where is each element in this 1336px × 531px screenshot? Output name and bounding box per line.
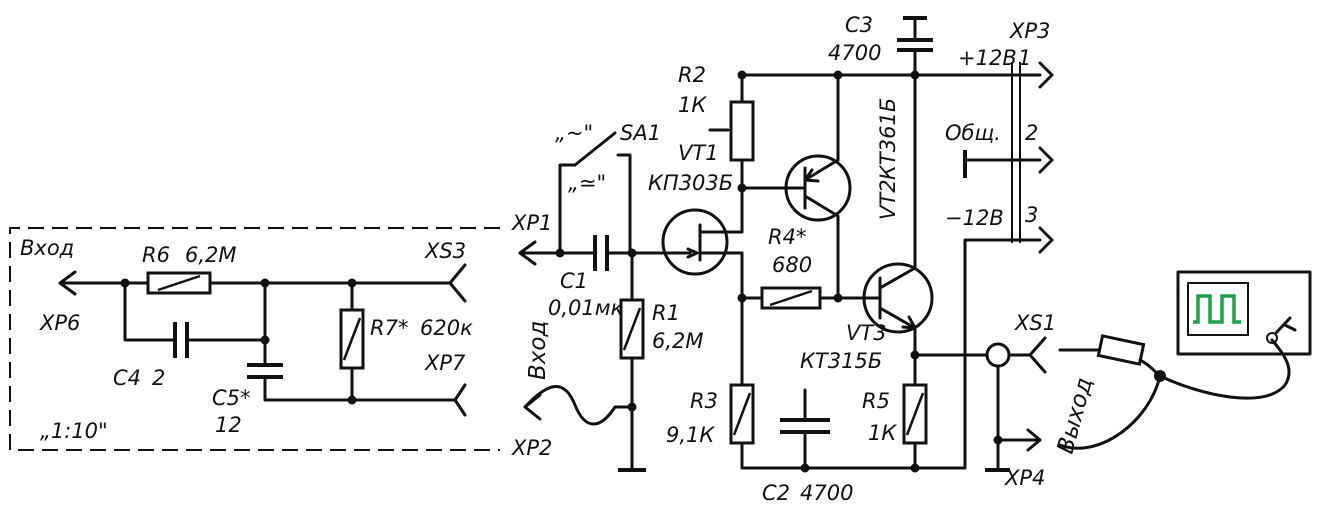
c3-capacitor <box>897 16 933 77</box>
r2-name: R2 <box>678 63 706 87</box>
r4-name: R4* <box>768 225 806 249</box>
divider-input-label: Вход <box>20 236 74 260</box>
xp3-label: XP3 <box>1009 19 1050 43</box>
scope-probe-cable <box>1058 334 1291 450</box>
pin2-label: 2 <box>1025 121 1038 145</box>
vt3-value: КТ315Б <box>800 349 882 373</box>
xp3-connector <box>1011 62 1021 243</box>
xp3-pin3-arrow <box>1038 226 1054 254</box>
r7-value: 620к <box>420 316 473 340</box>
sa1-ac-label: „~" <box>555 121 593 145</box>
r6-resistor <box>123 271 267 295</box>
c2-value: 4700 <box>800 481 853 505</box>
r7-resistor <box>339 281 365 402</box>
scope-waveform <box>1193 294 1241 324</box>
r4-value: 680 <box>772 253 812 277</box>
r1-resistor <box>618 251 646 472</box>
xp1-label: XP1 <box>511 211 552 235</box>
c1-name: C1 <box>560 269 588 293</box>
r3-resistor <box>729 296 755 470</box>
vt2-value: КТ361Б <box>876 98 900 180</box>
vt1-fet <box>661 208 744 276</box>
vt2-name: VT2 <box>876 179 900 220</box>
r6-value: 6,2М <box>185 243 237 267</box>
c5-value: 12 <box>215 413 242 437</box>
r5-value: 1К <box>868 421 897 445</box>
r3-value: 9,1К <box>666 423 715 447</box>
pin1-label: 1 <box>1018 46 1031 70</box>
r1-name: R1 <box>652 301 680 325</box>
xp4-label: XP4 <box>1004 466 1045 490</box>
c2-name: C2 <box>762 481 790 505</box>
c5-capacitor <box>247 281 457 402</box>
r2-value: 1К <box>678 93 707 117</box>
r3-name: R3 <box>690 389 718 413</box>
main-input-label: Вход <box>525 321 551 380</box>
xp2-input-arrow <box>523 385 634 426</box>
xp7-socket <box>453 383 467 417</box>
c3-value: 4700 <box>828 41 881 65</box>
xp2-label: XP2 <box>511 436 552 460</box>
r2-resistor <box>708 73 755 234</box>
xp7-label: XP7 <box>424 351 466 375</box>
r6-name: R6 <box>142 243 170 267</box>
xs1-socket <box>985 336 1047 472</box>
r5-name: R5 <box>862 389 890 413</box>
xp4-arrow <box>996 428 1042 452</box>
divider-ratio-label: „1:10" <box>40 419 108 443</box>
c4-capacitor <box>123 281 267 358</box>
r5-resistor <box>902 353 928 470</box>
pin3-label: 3 <box>1025 203 1038 227</box>
xp6-input-arrow <box>58 270 127 296</box>
common-terminal <box>963 146 1054 178</box>
vt2-transistor <box>740 73 852 300</box>
c1-value: 0,01мк <box>548 296 624 320</box>
vt3-name: VT3 <box>846 321 887 345</box>
c4-name: C4 <box>113 366 141 390</box>
xs3-socket <box>448 263 467 303</box>
c3-name: C3 <box>845 13 873 37</box>
plus12-label: +12В <box>958 46 1017 70</box>
xs1-label: XS1 <box>1014 311 1056 335</box>
r1-value: 6,2М <box>652 329 704 353</box>
r7-name: R7* <box>370 316 408 340</box>
divider-probe-box <box>9 227 500 451</box>
sa1-name: SA1 <box>620 121 661 145</box>
common-label: Общ. <box>945 121 1001 145</box>
xp3-pin1-arrow <box>1038 61 1054 89</box>
vt1-name: VT1 <box>678 141 719 165</box>
c4-value: 2 <box>152 366 165 390</box>
c5-name: C5* <box>212 386 251 410</box>
minus12-label: −12В <box>945 206 1004 230</box>
oscilloscope <box>1176 270 1312 356</box>
c2-capacitor <box>780 388 830 470</box>
sa1-switch <box>558 131 632 255</box>
xs3-label: XS3 <box>424 239 466 263</box>
vt1-value: КП303Б <box>648 171 733 195</box>
xp6-label: XP6 <box>39 311 80 335</box>
sa1-dc-label: „≃" <box>568 171 606 195</box>
